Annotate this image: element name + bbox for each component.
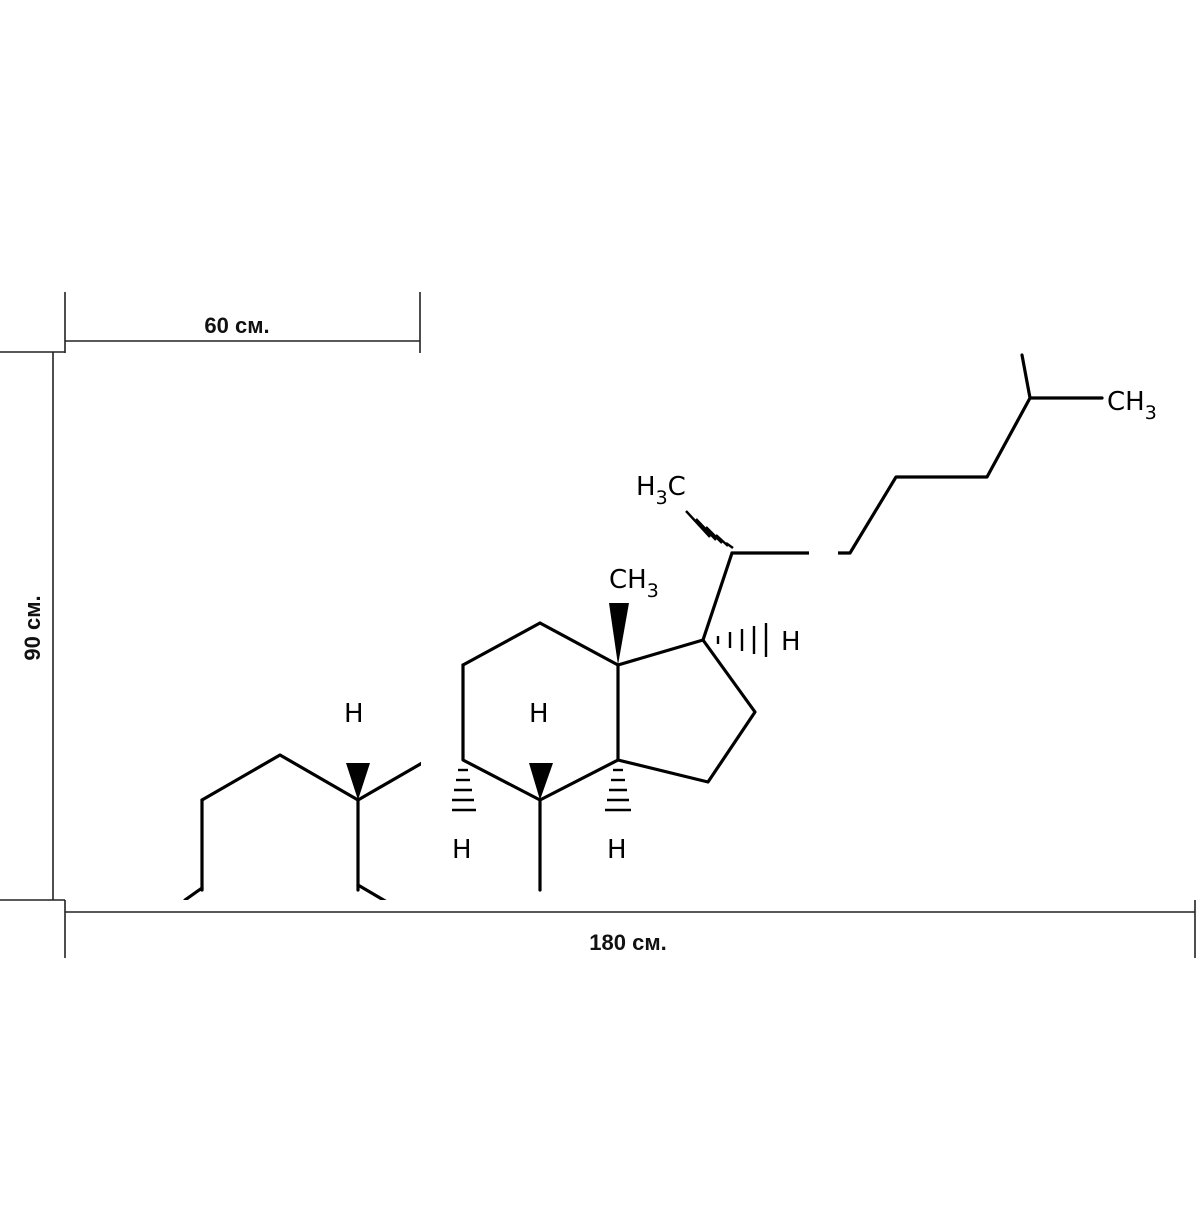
- methyl-label-right: CH3: [1107, 387, 1157, 424]
- height-label: 90 см.: [20, 595, 45, 660]
- total-width-label: 180 см.: [589, 930, 666, 955]
- right-panel: [838, 352, 1195, 900]
- panel-width-dimension: 60 см.: [64, 292, 421, 353]
- hydrogen-label-c: H: [452, 835, 472, 865]
- total-width-dimension: 180 см.: [64, 900, 1196, 958]
- hydrogen-label-b: H: [529, 699, 549, 729]
- atom-labels: H H H H H CH3 H3C CH3: [344, 387, 1157, 865]
- methyl-label-left: H3C: [636, 472, 686, 509]
- methyl-label-top: CH3: [609, 565, 659, 602]
- hydrogen-label-e: H: [781, 627, 801, 657]
- height-dimension: 90 см.: [0, 351, 65, 901]
- hydrogen-label-d: H: [607, 835, 627, 865]
- hydrogen-label-a: H: [344, 699, 364, 729]
- left-panel: [65, 352, 421, 900]
- middle-panel: [452, 352, 809, 900]
- panel-width-label: 60 см.: [204, 313, 269, 338]
